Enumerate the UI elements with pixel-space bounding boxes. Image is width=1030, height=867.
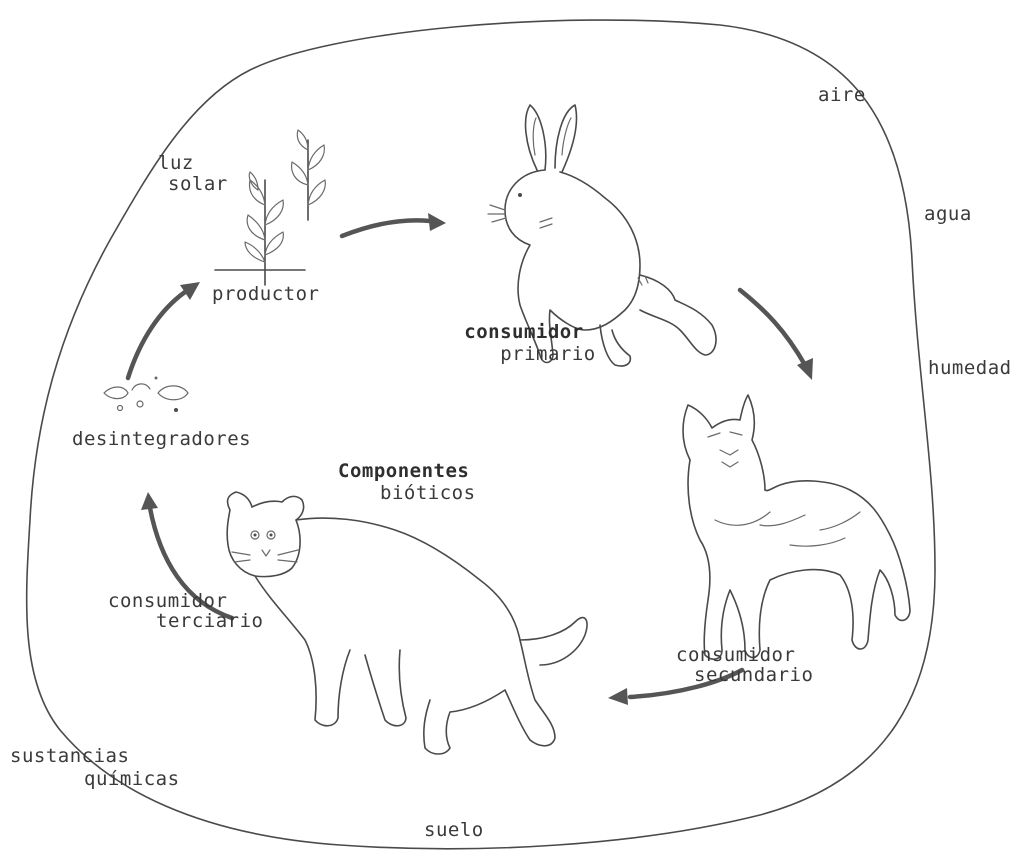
label-aire: aire [818,84,866,106]
label-humedad: humedad [928,357,1012,379]
label-luz: luz [158,152,194,174]
label-solar: solar [168,173,228,195]
center-title-2: bióticos [380,482,476,504]
arrow-primary-to-secondary [740,290,805,365]
label-consumidor-terciario-2: terciario [156,610,263,632]
arrow-producer-to-primary [342,220,430,236]
label-suelo: suelo [424,819,484,841]
label-quimicas: químicas [84,768,180,790]
puma-icon [227,492,587,754]
plant-icon [215,130,325,285]
label-consumidor-secundario-1: consumidor [676,644,795,666]
label-desintegradores: desintegradores [72,428,251,450]
label-agua: agua [924,203,972,225]
label-consumidor-primario-1: consumidor [424,321,624,343]
center-title-1: Componentes [338,460,469,482]
label-consumidor-secundario-2: secundario [694,664,813,686]
decomposers-icon [104,377,188,413]
arrow-decomposers-to-producer [128,292,185,378]
label-productor: productor [212,283,319,305]
label-sustancias: sustancias [10,745,129,767]
fox-icon [683,395,910,659]
label-consumidor-terciario-1: consumidor [108,590,227,612]
label-consumidor-primario-2: primario [468,343,628,365]
